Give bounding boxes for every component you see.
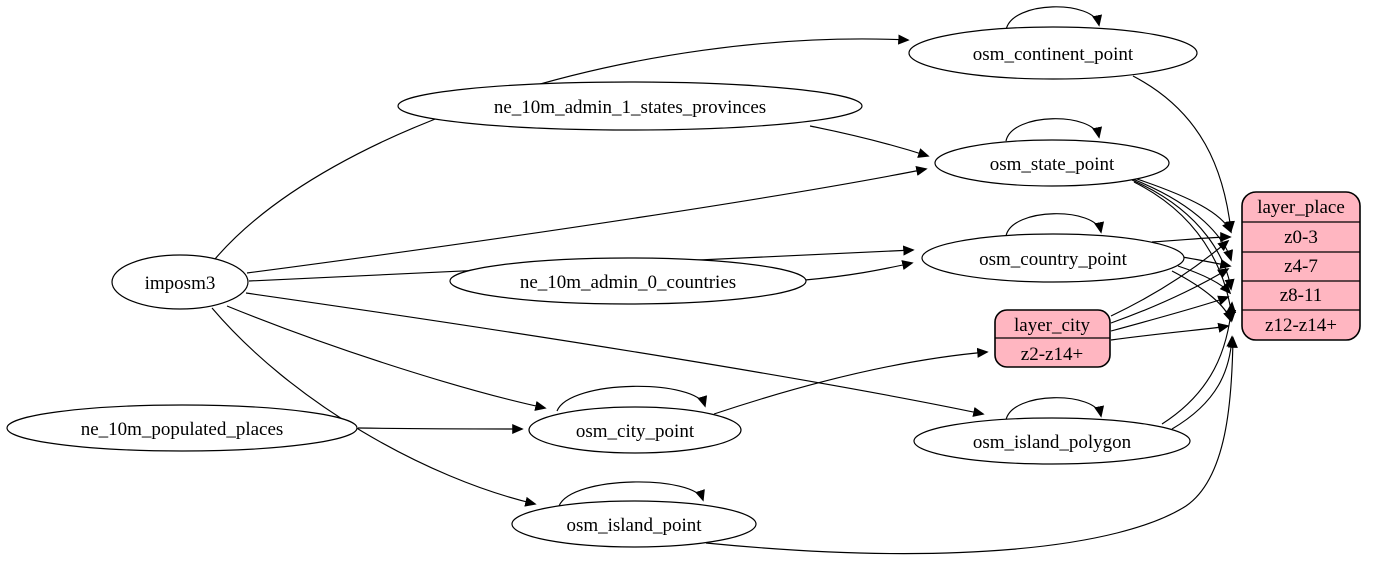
edge-imposm3-osm_island_point bbox=[211, 307, 537, 507]
edge-ne_10m_admin_1_states_provinces-osm_state_point bbox=[809, 125, 930, 158]
node-osm_country_point: osm_country_point bbox=[921, 233, 1185, 283]
edge-imposm3-osm_island_polygon bbox=[245, 292, 985, 417]
node-osm_state_point: osm_state_point bbox=[934, 139, 1170, 187]
self-loop-osm_state_point bbox=[1005, 118, 1103, 142]
edge-osm_country_point-layer_place-z4-7 bbox=[1181, 256, 1232, 270]
node-shape bbox=[934, 139, 1170, 187]
edge-ne_10m_populated_places-osm_city_point bbox=[357, 423, 524, 435]
node-ne_10m_populated_places: ne_10m_populated_places bbox=[6, 404, 358, 452]
node-ne_10m_admin_1_states_provinces: ne_10m_admin_1_states_provinces bbox=[397, 81, 863, 131]
node-osm_continent_point: osm_continent_point bbox=[908, 26, 1198, 80]
edge-osm_state_point-layer_place-z0-3 bbox=[1127, 175, 1232, 234]
record-shape bbox=[1241, 191, 1361, 341]
node-label: ne_10m_populated_places bbox=[81, 419, 284, 440]
node-shape bbox=[921, 233, 1185, 283]
node-shape bbox=[908, 26, 1198, 80]
node-shape bbox=[528, 406, 742, 454]
node-label: imposm3 bbox=[145, 273, 216, 294]
edge-layer_city-layer_place-z0-3 bbox=[1110, 239, 1230, 317]
node-shape bbox=[111, 254, 249, 310]
edge-imposm3-osm_continent_point bbox=[214, 34, 910, 260]
node-shape bbox=[511, 500, 757, 548]
node-shape bbox=[913, 417, 1191, 465]
self-loop-osm_island_polygon bbox=[1005, 397, 1105, 421]
self-loop-osm_country_point bbox=[1005, 213, 1105, 237]
record-row-z2-z14: z2-z14+ bbox=[1021, 344, 1083, 365]
node-shape bbox=[449, 257, 807, 305]
edge-osm_island_point-layer_place-z12-z14 bbox=[705, 336, 1238, 555]
node-osm_island_point: osm_island_point bbox=[511, 500, 757, 548]
record-row-z0-3: z0-3 bbox=[1284, 227, 1318, 248]
node-label: osm_island_polygon bbox=[973, 432, 1132, 453]
node-label: osm_city_point bbox=[576, 421, 695, 442]
record-layer_place: layer_place z0-3 z4-7 z8-11 z12-z14+ bbox=[1241, 191, 1361, 341]
record-layer_city: layer_city z2-z14+ bbox=[994, 309, 1111, 368]
edge-osm_continent_point-layer_place-z0-3 bbox=[1132, 75, 1235, 233]
node-label: osm_continent_point bbox=[973, 44, 1134, 65]
edge-imposm3-osm_city_point bbox=[226, 305, 547, 411]
self-loop-osm_continent_point bbox=[1005, 6, 1103, 31]
node-label: osm_island_point bbox=[566, 515, 702, 536]
self-loop-osm_island_point bbox=[558, 481, 705, 507]
self-loop-osm_city_point bbox=[556, 385, 708, 412]
record-title: layer_city bbox=[1014, 315, 1090, 336]
edge-osm_country_point-layer_place-z8-11 bbox=[1177, 265, 1232, 295]
edges bbox=[211, 6, 1238, 555]
edge-osm_country_point-layer_place-z0-3 bbox=[1151, 231, 1232, 243]
edge-imposm3-osm_state_point bbox=[246, 165, 928, 274]
edge-osm_island_polygon-layer_place-z8-11 bbox=[1161, 301, 1237, 425]
node-label: osm_state_point bbox=[990, 154, 1115, 175]
record-row-z4-7: z4-7 bbox=[1284, 256, 1318, 277]
edge-osm_state_point-layer_place-z8-11 bbox=[1131, 179, 1235, 291]
node-shape bbox=[6, 404, 358, 452]
node-label: ne_10m_admin_0_countries bbox=[520, 272, 736, 293]
node-ne_10m_admin_0_countries: ne_10m_admin_0_countries bbox=[449, 257, 807, 305]
node-imposm3: imposm3 bbox=[111, 254, 249, 310]
edge-layer_city-layer_place-z4-7 bbox=[1110, 268, 1230, 324]
edge-osm_country_point-layer_place-z12-z14 bbox=[1171, 270, 1233, 323]
record-title: layer_place bbox=[1257, 197, 1345, 218]
node-osm_island_polygon: osm_island_polygon bbox=[913, 417, 1191, 465]
record-row-z12-z14: z12-z14+ bbox=[1265, 315, 1337, 336]
edge-ne_10m_admin_0_countries-osm_country_point bbox=[804, 260, 914, 281]
edge-osm_island_polygon-layer_place-z12-z14 bbox=[1171, 335, 1237, 430]
node-label: ne_10m_admin_1_states_provinces bbox=[494, 97, 766, 118]
record-row-z8-11: z8-11 bbox=[1280, 285, 1323, 306]
node-shape bbox=[397, 81, 863, 131]
edge-osm_state_point-layer_place-z4-7 bbox=[1129, 177, 1234, 262]
edge-osm_city_point-layer_city-z2-z14 bbox=[713, 347, 989, 415]
edge-layer_city-layer_place-z12-z14 bbox=[1110, 322, 1230, 341]
edge-layer_city-layer_place-z8-11 bbox=[1110, 295, 1230, 332]
node-osm_city_point: osm_city_point bbox=[528, 406, 742, 454]
node-label: osm_country_point bbox=[979, 249, 1127, 270]
